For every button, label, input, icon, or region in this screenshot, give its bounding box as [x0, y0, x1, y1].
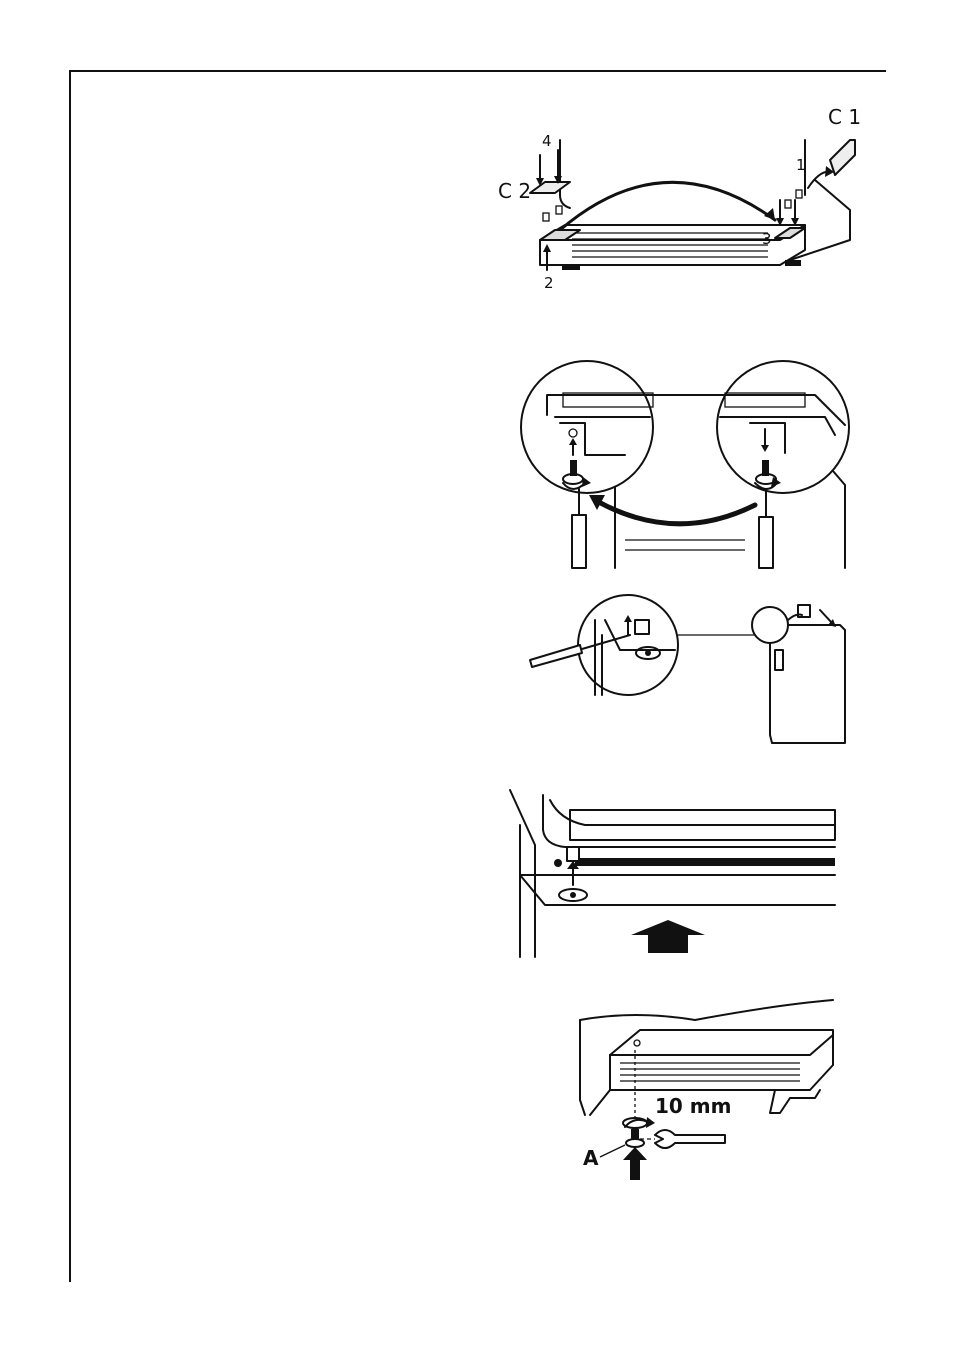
label-c1: C 1	[828, 105, 861, 129]
wrench-size-label: 10 mm	[655, 1094, 731, 1118]
figure-bracket-wrench: 10 mm A	[575, 995, 845, 1180]
step-4-label: 4	[542, 132, 552, 150]
top-rule	[69, 70, 886, 72]
top-cover-drawing	[505, 785, 840, 957]
bracket-wrench-drawing: 10 mm A	[575, 995, 845, 1180]
figure-hinge-pin-swap	[515, 355, 855, 570]
top-cap-drawing	[520, 595, 860, 750]
cover-plates-drawing: C 1 C 2 1 2 3 4	[490, 100, 870, 300]
left-rule	[69, 70, 71, 1282]
step-2-label: 2	[544, 274, 554, 292]
figure-cover-plates: C 1 C 2 1 2 3 4	[490, 100, 870, 300]
figure-top-cap-removal	[520, 595, 860, 750]
step-1-label: 1	[796, 156, 806, 174]
label-a: A	[583, 1146, 599, 1170]
figure-top-cover-insert	[505, 785, 840, 957]
step-3-label: 3	[762, 230, 772, 248]
hinge-pin-drawing	[515, 355, 855, 570]
label-c2: C 2	[498, 179, 531, 203]
